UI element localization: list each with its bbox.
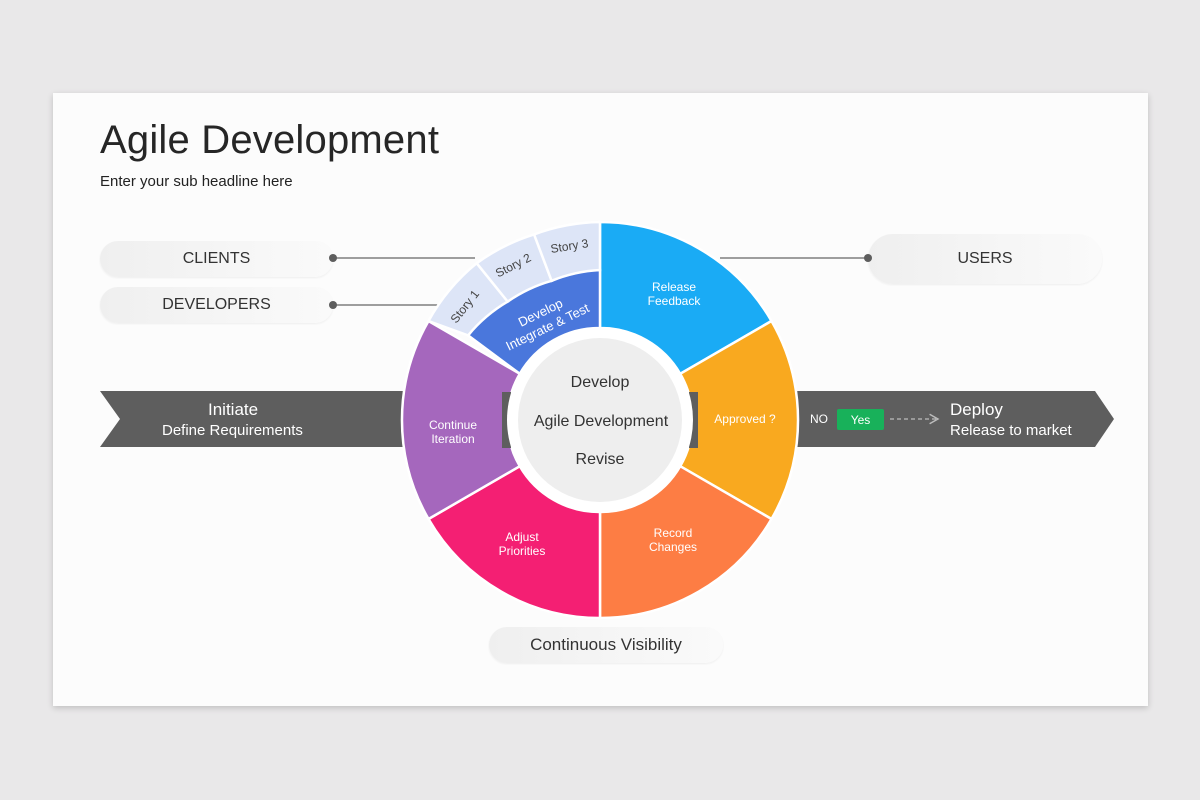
users-connector-dot bbox=[864, 254, 872, 262]
record-label-line1: Record bbox=[654, 526, 693, 540]
users-label: USERS bbox=[957, 250, 1013, 267]
story-3-label: Story 3 bbox=[550, 236, 590, 256]
record-label-line2: Changes bbox=[649, 540, 697, 554]
center-develop-text: Develop bbox=[571, 374, 630, 391]
clients-label: CLIENTS bbox=[182, 250, 251, 267]
no-label: NO bbox=[810, 412, 828, 426]
page-title: Agile Development bbox=[100, 118, 440, 162]
center-disc bbox=[518, 338, 682, 502]
left-ring-notch bbox=[502, 392, 511, 448]
release-label-line2: Feedback bbox=[648, 294, 702, 308]
center-revise-text: Revise bbox=[576, 451, 625, 468]
users-pill: USERS bbox=[868, 234, 1102, 284]
initiate-arrow: Initiate Define Requirements bbox=[100, 391, 430, 447]
release-label-line1: Release bbox=[652, 280, 696, 294]
deploy-label: Deploy bbox=[950, 400, 1003, 419]
developers-pill: DEVELOPERS bbox=[100, 287, 333, 323]
page-subtitle: Enter your sub headline here bbox=[100, 173, 293, 190]
yes-label: Yes bbox=[850, 412, 871, 427]
yes-badge: Yes bbox=[837, 409, 884, 430]
define-requirements-label: Define Requirements bbox=[162, 422, 303, 439]
clients-connector-dot bbox=[329, 254, 337, 262]
continuous-visibility-pill: Continuous Visibility bbox=[489, 627, 723, 663]
initiate-label: Initiate bbox=[208, 400, 259, 419]
release-to-market-label: Release to market bbox=[950, 422, 1072, 439]
approved-label: Approved ? bbox=[714, 412, 776, 426]
segment-story-3 bbox=[532, 220, 602, 283]
right-ring-notch bbox=[689, 392, 698, 448]
center-agile-text: Agile Development bbox=[534, 413, 669, 430]
developers-label: DEVELOPERS bbox=[162, 296, 271, 313]
deploy-arrow: Deploy Release to market bbox=[770, 391, 1114, 447]
continue-label-line2: Iteration bbox=[431, 432, 474, 446]
clients-pill: CLIENTS bbox=[100, 241, 333, 277]
continue-label-line1: Continue bbox=[429, 418, 477, 432]
adjust-label-line2: Priorities bbox=[499, 544, 546, 558]
continuous-visibility-label: Continuous Visibility bbox=[530, 635, 682, 654]
developers-connector-dot bbox=[329, 301, 337, 309]
adjust-label-line1: Adjust bbox=[505, 530, 539, 544]
